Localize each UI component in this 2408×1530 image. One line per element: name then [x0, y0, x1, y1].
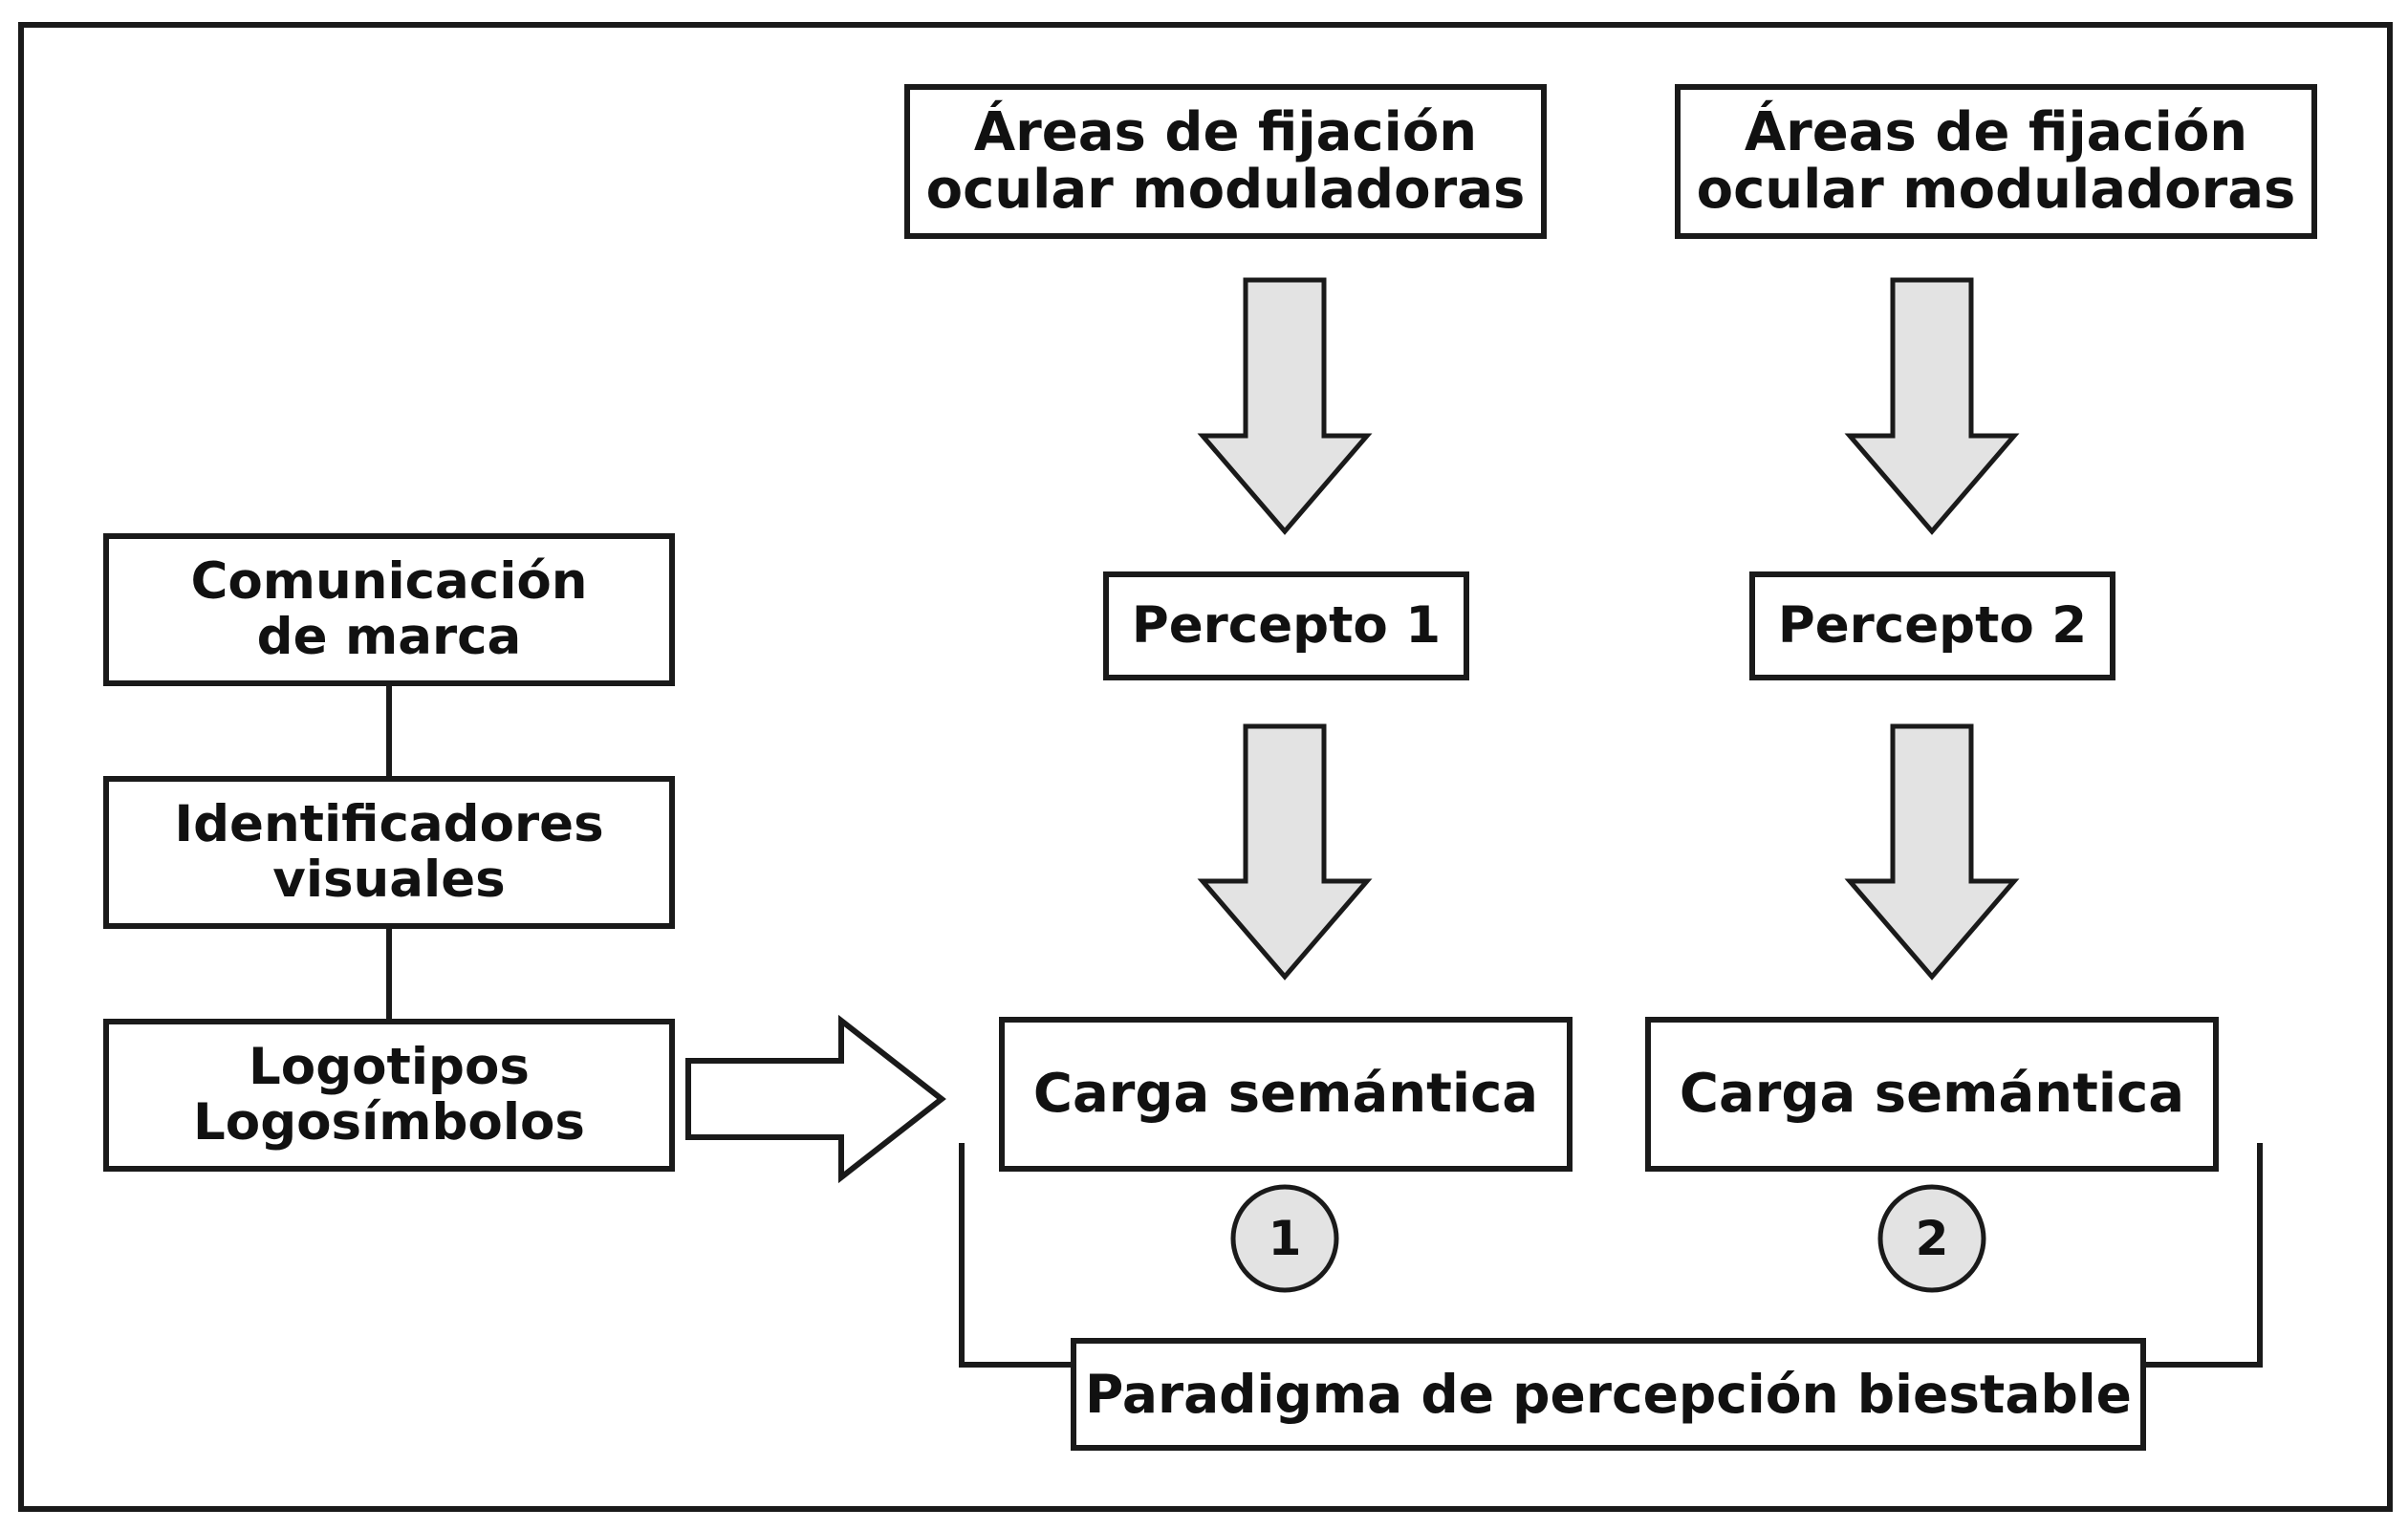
- right-arrow-hollow: [685, 1014, 946, 1184]
- down-arrow-col2-top: [1844, 277, 2020, 535]
- label-semantic-load-1: Carga semántica: [1032, 1063, 1539, 1125]
- badge-number-1: 1: [1233, 1187, 1336, 1290]
- down-arrow-col1-top: [1197, 277, 1373, 535]
- label-paradigm: Paradigma de percepción biestable: [1085, 1364, 2132, 1425]
- box-visual-identifiers: Identificadores visuales: [103, 776, 675, 929]
- box-fixation-areas-1: Áreas de fijación ocular moduladoras: [904, 84, 1547, 239]
- box-semantic-load-1: Carga semántica: [999, 1017, 1573, 1172]
- box-semantic-load-2: Carga semántica: [1645, 1017, 2219, 1172]
- label-percept-2: Percepto 2: [1777, 596, 2088, 655]
- badge-number-2: 2: [1880, 1187, 1984, 1290]
- box-logos: Logotipos Logosímbolos: [103, 1019, 675, 1172]
- label-semantic-load-2: Carga semántica: [1679, 1063, 2185, 1125]
- paradigm-bracket: [959, 1143, 2263, 1368]
- label-fixation-areas-1: Áreas de fijación ocular moduladoras: [925, 101, 1526, 221]
- down-arrow-col2-bottom: [1844, 723, 2020, 980]
- label-brand-communication: Comunicación de marca: [190, 552, 588, 666]
- label-percept-1: Percepto 1: [1131, 596, 1442, 655]
- label-visual-identifiers: Identificadores visuales: [174, 795, 604, 909]
- box-brand-communication: Comunicación de marca: [103, 533, 675, 686]
- badge-circle-2: [1877, 1184, 1986, 1293]
- badge-label-1: 1: [1268, 1211, 1302, 1266]
- down-arrow-col1-bottom: [1197, 723, 1373, 980]
- outer-frame: [18, 22, 2393, 1512]
- badge-label-2: 2: [1915, 1211, 1949, 1266]
- label-fixation-areas-2: Áreas de fijación ocular moduladoras: [1696, 101, 2296, 221]
- badge-circle-1: [1230, 1184, 1339, 1293]
- label-logos: Logotipos Logosímbolos: [193, 1038, 585, 1152]
- box-paradigm: Paradigma de percepción biestable: [1071, 1338, 2146, 1451]
- box-percept-2: Percepto 2: [1749, 571, 2115, 680]
- box-percept-1: Percepto 1: [1103, 571, 1469, 680]
- box-fixation-areas-2: Áreas de fijación ocular moduladoras: [1675, 84, 2317, 239]
